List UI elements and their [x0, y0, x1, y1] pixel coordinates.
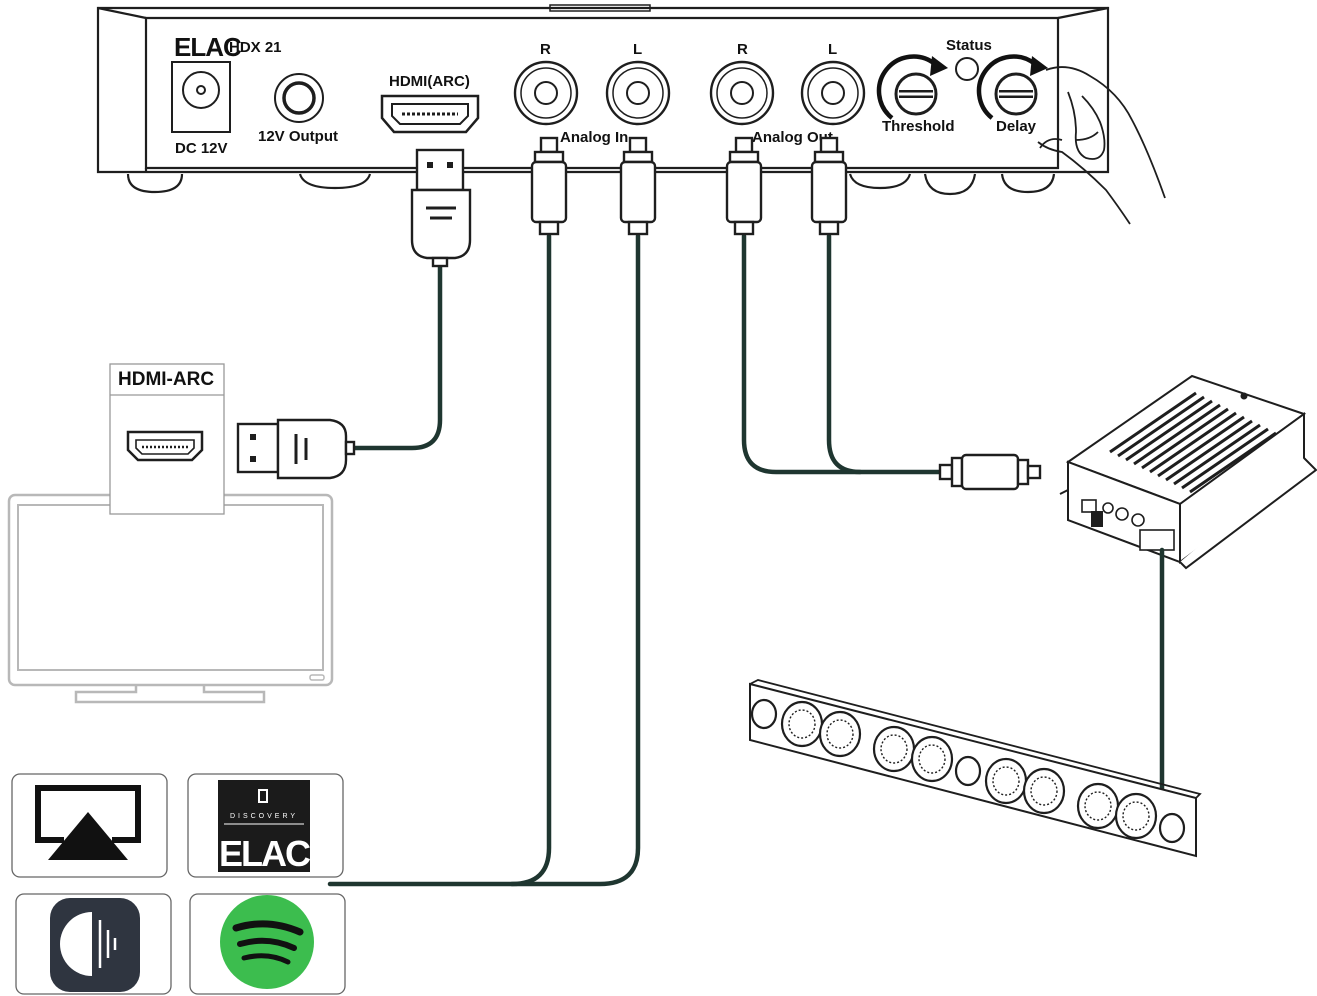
elac-discovery-tile: DISCOVERY ELAC — [187, 773, 344, 878]
analog-in-l-label: L — [633, 41, 642, 58]
tv-hdmi-arc-label: HDMI-ARC — [118, 369, 214, 390]
hdmi-arc-label: HDMI(ARC) — [389, 73, 470, 90]
analog-out-l-jack: L — [800, 41, 866, 126]
streaming-sources: DISCOVERY ELAC — [11, 773, 346, 995]
analog-out-l-label: L — [828, 41, 837, 58]
hand-icon — [1037, 66, 1166, 225]
analog-in-l-jack: L — [605, 41, 671, 126]
roon-icon — [50, 898, 140, 992]
threshold-label: Threshold — [882, 118, 955, 135]
threshold-knob[interactable]: Threshold — [876, 54, 955, 135]
status-label: Status — [946, 37, 992, 54]
elac-discovery-icon: DISCOVERY ELAC — [218, 780, 313, 874]
delay-knob[interactable]: Delay — [976, 54, 1048, 135]
spotify-tile — [189, 893, 346, 995]
dc-12v-port: DC 12V — [171, 61, 231, 157]
tv-hdmi-arc-panel: HDMI-ARC — [109, 363, 225, 515]
delay-label: Delay — [996, 118, 1037, 135]
discovery-elac-logo: ELAC — [219, 833, 311, 874]
television: HDMI-ARC — [7, 363, 334, 704]
brand-logo: ELAC — [174, 32, 242, 62]
hdx21-device: ELAC HDX 21 DC 12V 12V Output HDMI(ARC) — [96, 4, 1110, 196]
12v-output-port: 12V Output — [258, 73, 338, 145]
analog-in-label: Analog In — [560, 129, 628, 146]
analog-out-r-jack: R — [709, 41, 775, 126]
analog-in-cables — [327, 136, 657, 887]
model-label: HDX 21 — [229, 39, 282, 56]
airplay-icon — [35, 785, 141, 860]
soundbar — [749, 679, 1202, 858]
analog-in-r-label: R — [540, 41, 551, 58]
discovery-text: DISCOVERY — [230, 813, 298, 820]
hdmi-cable — [236, 148, 472, 480]
analog-out-r-label: R — [737, 41, 748, 58]
amplifier — [1059, 374, 1317, 570]
analog-in-r-jack: R — [513, 41, 579, 126]
12v-output-label: 12V Output — [258, 128, 338, 145]
rotate-arrow-icon — [1030, 56, 1048, 76]
status-led: Status — [946, 37, 992, 81]
hdmi-arc-port: HDMI(ARC) — [380, 73, 480, 134]
rotate-arrow-icon — [930, 56, 948, 76]
roon-tile — [15, 893, 172, 995]
airplay-tile — [11, 773, 168, 878]
analog-out-label: Analog Out — [752, 129, 833, 146]
analog-out-cables — [725, 136, 1042, 491]
spotify-icon — [220, 895, 314, 989]
dc-12v-label: DC 12V — [175, 140, 228, 157]
